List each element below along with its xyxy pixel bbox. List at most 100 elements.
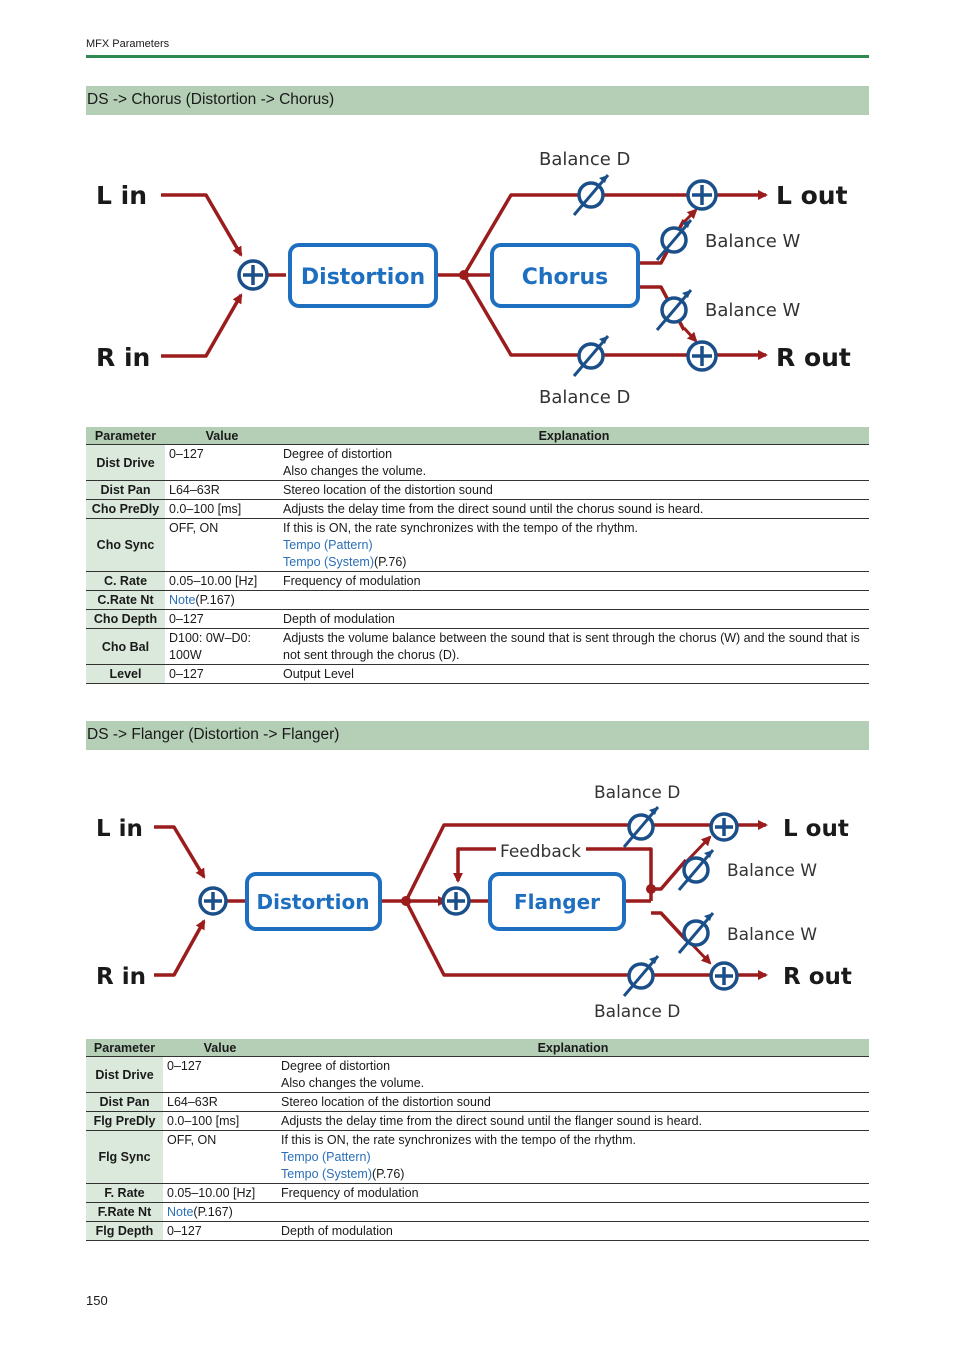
parameter-table: Parameter Value Explanation Dist Drive 0… [86,1039,869,1241]
balance-label: Balance W [727,925,817,945]
param-name: C. Rate [86,571,165,591]
sum-icon [686,179,718,211]
table-row: Cho Bal D100: 0W–D0: 100W Adjusts the vo… [86,628,869,665]
param-explanation: Degree of distortion Also changes the vo… [277,1056,869,1093]
table-row: Dist Pan L64–63R Stereo location of the … [86,1092,869,1112]
knob-icon [622,955,660,997]
param-name: F. Rate [86,1183,163,1203]
explanation-line: Degree of distortion [283,447,393,461]
table-row: Flg Depth 0–127 Depth of modulation [86,1221,869,1241]
balance-label: Balance W [727,861,817,881]
balance-label: Balance D [594,1002,680,1022]
param-value: 0–127 [163,1221,277,1241]
param-explanation: Stereo location of the distortion sound [277,1092,869,1112]
input-label: L in [96,181,147,210]
block-label: Distortion [301,265,425,290]
param-value: 0.0–100 [ms] [165,499,279,519]
balance-label: Balance W [705,231,801,252]
split-node [459,270,469,280]
param-name: Cho Bal [86,628,165,665]
explanation-line: If this is ON, the rate synchronizes wit… [283,521,639,535]
param-value: L64–63R [163,1092,277,1112]
table-row: F.Rate Nt Note(P.167) [86,1202,869,1222]
param-value: 0–127 [165,444,279,481]
param-value: Note(P.167) [165,590,279,610]
page-ref: (P.76) [372,1167,405,1181]
sum-icon [686,340,718,372]
output-label: L out [776,181,848,210]
param-name: Dist Drive [86,444,165,481]
param-explanation: If this is ON, the rate synchronizes wit… [279,518,869,572]
param-value: Note(P.167) [163,1202,277,1222]
table-row: Dist Pan L64–63R Stereo location of the … [86,480,869,500]
param-name: Dist Drive [86,1056,163,1093]
distortion-block [288,243,438,308]
flanger-block [488,872,626,931]
explanation-line: Degree of distortion [281,1059,391,1073]
feedback-label: Feedback [500,842,581,862]
param-name: Cho PreDly [86,499,165,519]
param-value: 0.05–10.00 [Hz] [163,1183,277,1203]
page-ref: (P.76) [374,555,407,569]
block-label: Flanger [514,890,600,914]
tempo-system-link[interactable]: Tempo (System) [283,555,374,569]
note-link[interactable]: Note [169,593,196,607]
tempo-system-link[interactable]: Tempo (System) [281,1167,372,1181]
knob-icon [677,849,715,891]
balance-label: Balance D [539,387,630,408]
param-name: Dist Pan [86,1092,163,1112]
table-row: Cho PreDly 0.0–100 [ms] Adjusts the dela… [86,499,869,519]
param-value: OFF, ON [163,1130,277,1184]
block-label: Distortion [257,890,370,914]
param-explanation: Adjusts the delay time from the direct s… [279,499,869,519]
balance-label: Balance D [539,149,630,170]
section-heading-bar: DS -> Flanger (Distortion -> Flanger) [86,721,869,750]
table-row: Flg PreDly 0.0–100 [ms] Adjusts the dela… [86,1111,869,1131]
param-name: Flg Sync [86,1130,163,1184]
tempo-pattern-link[interactable]: Tempo (Pattern) [281,1150,371,1164]
output-label: L out [783,816,849,842]
sum-icon [709,961,739,991]
input-label: R in [96,343,150,372]
table-row: Flg Sync OFF, ON If this is ON, the rate… [86,1130,869,1184]
tempo-pattern-link[interactable]: Tempo (Pattern) [283,538,373,552]
table-row: F. Rate 0.05–10.00 [Hz] Frequency of mod… [86,1183,869,1203]
input-label: R in [96,964,146,990]
table-row: Cho Depth 0–127 Depth of modulation [86,609,869,629]
table-row: C.Rate Nt Note(P.167) [86,590,869,610]
knob-icon [655,289,693,331]
feedback-node [646,884,656,894]
param-name: C.Rate Nt [86,590,165,610]
param-name: Level [86,664,165,684]
distortion-block [245,872,382,931]
column-header: Value [165,427,279,445]
table-row: Level 0–127 Output Level [86,664,869,684]
param-name: Cho Depth [86,609,165,629]
running-header: MFX Parameters [86,38,170,50]
column-header: Explanation [277,1039,869,1057]
column-header: Parameter [86,427,165,445]
knob-icon [572,335,610,377]
column-header: Value [163,1039,277,1057]
page-number: 150 [86,1293,108,1308]
sum-icon [237,259,269,291]
param-explanation: Frequency of modulation [279,571,869,591]
param-value: L64–63R [165,480,279,500]
param-name: Cho Sync [86,518,165,572]
section-heading-bar: DS -> Chorus (Distortion -> Chorus) [86,86,869,115]
table-row: Cho Sync OFF, ON If this is ON, the rate… [86,518,869,572]
note-link[interactable]: Note [167,1205,194,1219]
param-explanation: Depth of modulation [277,1221,869,1241]
param-name: Dist Pan [86,480,165,500]
sum-icon [198,886,228,916]
explanation-line: If this is ON, the rate synchronizes wit… [281,1133,637,1147]
param-value: OFF, ON [165,518,279,572]
split-node [401,896,411,906]
param-value: 0–127 [165,609,279,629]
knob-icon [622,806,660,848]
block-label: Chorus [522,265,609,290]
param-explanation [279,590,869,610]
param-value: 0–127 [163,1056,277,1093]
balance-label: Balance D [594,783,680,803]
param-explanation: Stereo location of the distortion sound [279,480,869,500]
